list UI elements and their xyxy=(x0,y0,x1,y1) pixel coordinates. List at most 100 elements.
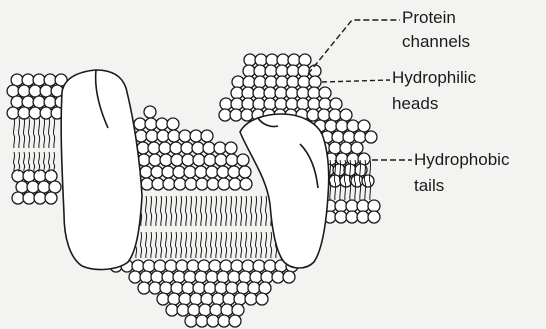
tail-line xyxy=(220,232,221,258)
head-circle xyxy=(231,260,243,272)
head-circle xyxy=(151,271,163,283)
head-circle xyxy=(250,271,262,283)
tail-line xyxy=(255,196,256,226)
head-circle xyxy=(179,293,191,305)
head-circle xyxy=(319,87,331,99)
tail-line xyxy=(175,232,176,258)
head-circle xyxy=(166,304,178,316)
head-circle xyxy=(358,120,370,132)
head-circle xyxy=(343,131,355,143)
head-circle xyxy=(207,178,219,190)
head-circle xyxy=(219,109,231,121)
tail-line xyxy=(230,232,231,258)
head-circle xyxy=(358,153,370,165)
tail-line xyxy=(205,196,206,226)
tail-line xyxy=(205,232,206,258)
tail-line xyxy=(245,196,246,226)
head-circle xyxy=(231,98,243,110)
head-circle xyxy=(140,271,152,283)
head-circle xyxy=(159,142,171,154)
head-circle xyxy=(357,211,369,223)
head-circle xyxy=(357,200,369,212)
tail-line xyxy=(38,118,39,148)
tail-line xyxy=(43,118,44,148)
head-circle xyxy=(29,85,41,97)
head-circle xyxy=(276,76,288,88)
head-circle xyxy=(170,142,182,154)
head-circle xyxy=(185,178,197,190)
head-circle xyxy=(22,96,34,108)
head-circle xyxy=(307,109,319,121)
head-circle xyxy=(129,271,141,283)
tail-line xyxy=(210,232,211,258)
head-circle xyxy=(265,76,277,88)
head-circle xyxy=(187,260,199,272)
head-circle xyxy=(29,107,41,119)
tail-line xyxy=(185,232,186,258)
head-circle xyxy=(176,260,188,272)
head-circle xyxy=(299,54,311,66)
head-circle xyxy=(368,200,380,212)
head-circle xyxy=(193,282,205,294)
tail-line xyxy=(33,118,34,148)
tail-line xyxy=(200,196,201,226)
head-circle xyxy=(171,154,183,166)
head-circle xyxy=(173,271,185,283)
head-circle xyxy=(154,260,166,272)
tail-line xyxy=(23,152,24,172)
head-circle xyxy=(218,178,230,190)
tail-line xyxy=(175,196,176,226)
tail-line xyxy=(265,196,266,226)
tail-line xyxy=(240,196,241,226)
head-circle xyxy=(201,293,213,305)
head-circle xyxy=(308,98,320,110)
head-circle xyxy=(346,211,358,223)
head-circle xyxy=(332,131,344,143)
tail-line xyxy=(48,118,49,148)
head-circle xyxy=(319,98,331,110)
tail-line xyxy=(165,196,166,226)
head-circle xyxy=(145,118,157,130)
head-circle xyxy=(45,170,57,182)
tail-line xyxy=(190,232,191,258)
tail-line xyxy=(180,232,181,258)
head-circle xyxy=(165,260,177,272)
head-circle xyxy=(230,109,242,121)
head-circle xyxy=(297,87,309,99)
head-circle xyxy=(163,178,175,190)
head-circle xyxy=(287,65,299,77)
tail-line xyxy=(155,196,156,226)
head-circle xyxy=(149,154,161,166)
head-circle xyxy=(239,271,251,283)
head-circle xyxy=(286,98,298,110)
tail-line xyxy=(155,232,156,258)
head-circle xyxy=(330,98,342,110)
head-circle xyxy=(214,142,226,154)
head-circle xyxy=(368,211,380,223)
head-circle xyxy=(298,65,310,77)
head-circle xyxy=(212,293,224,305)
tail-line xyxy=(210,196,211,226)
head-circle xyxy=(286,87,298,99)
head-circle xyxy=(253,87,265,99)
head-circle xyxy=(245,293,257,305)
head-circle xyxy=(201,130,213,142)
tail-line xyxy=(150,232,151,258)
head-circle xyxy=(242,98,254,110)
head-circle xyxy=(181,142,193,154)
tail-line xyxy=(245,232,246,258)
head-circle xyxy=(254,65,266,77)
tail-line xyxy=(28,152,29,172)
head-circle xyxy=(283,271,295,283)
tail-line xyxy=(195,196,196,226)
head-circle xyxy=(215,282,227,294)
head-circle xyxy=(22,74,34,86)
head-circle xyxy=(241,109,253,121)
head-circle xyxy=(195,271,207,283)
head-circle xyxy=(276,65,288,77)
head-circle xyxy=(225,142,237,154)
tail-line xyxy=(270,232,271,258)
tail-line xyxy=(195,232,196,258)
head-circle xyxy=(18,107,30,119)
head-circle xyxy=(264,98,276,110)
